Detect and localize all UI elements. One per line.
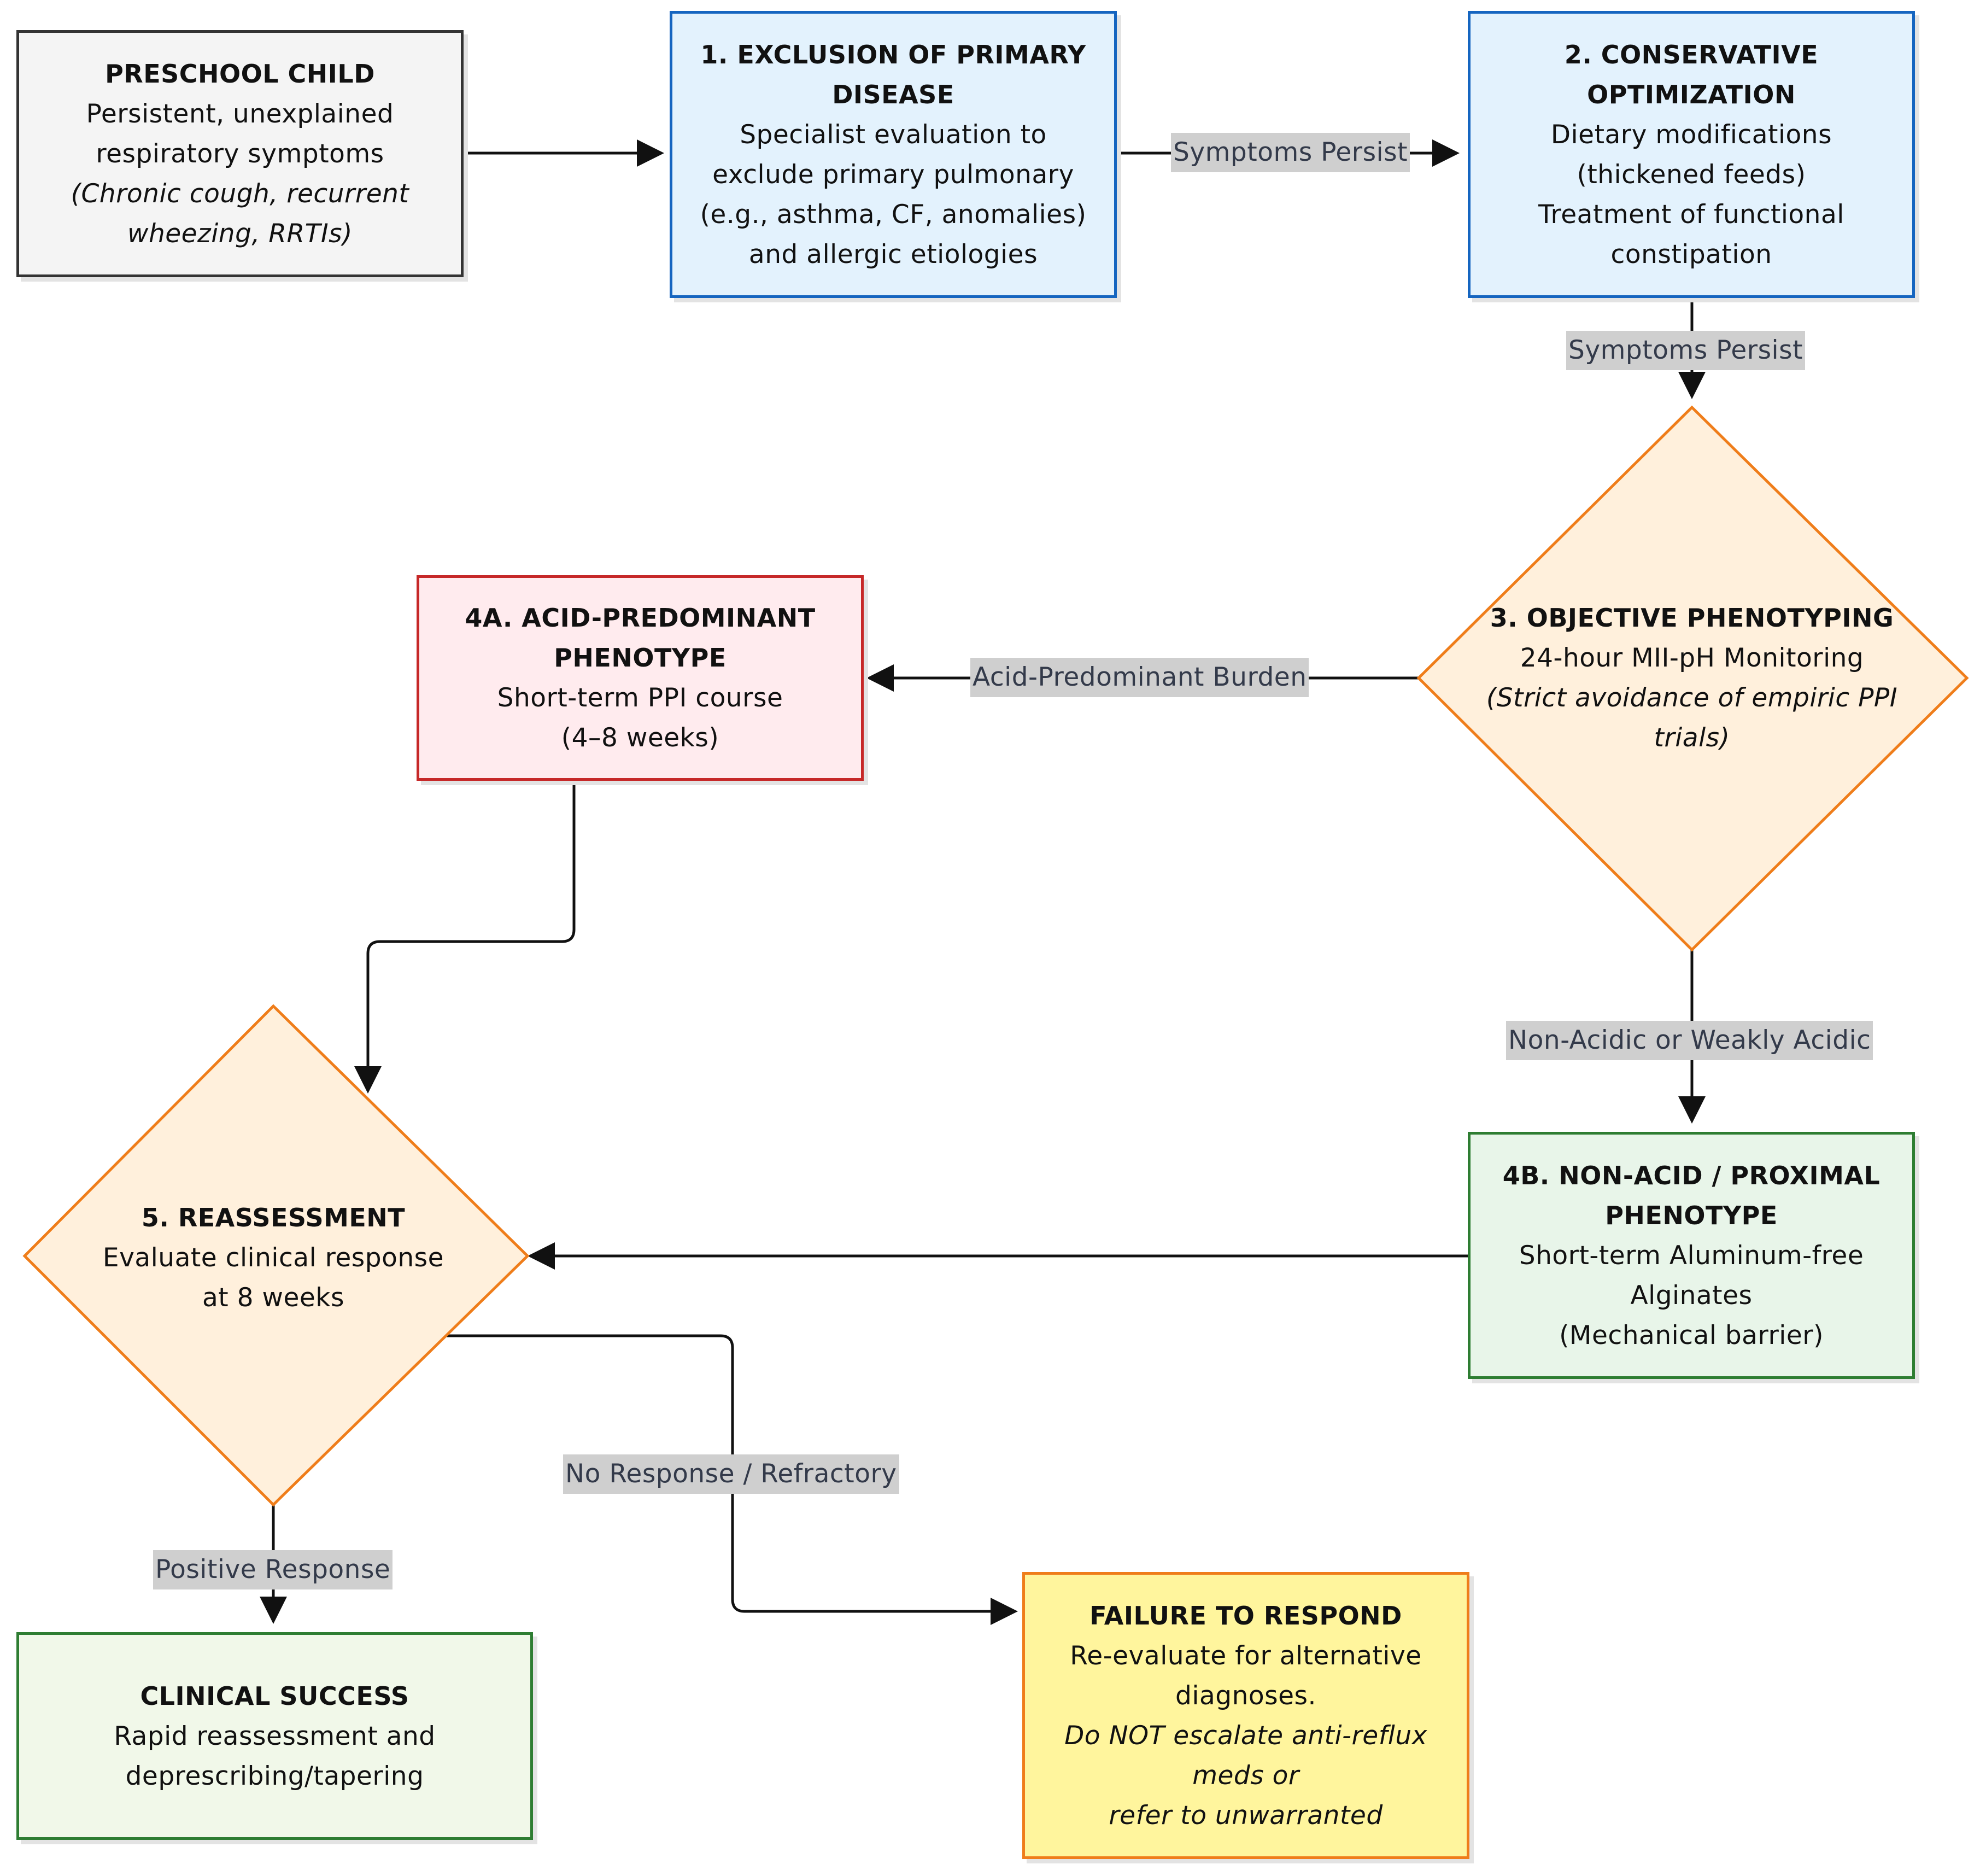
node-exclusion-of-primary-disease: 1. EXCLUSION OF PRIMARY DISEASE Speciali… [670, 11, 1117, 298]
node-title: PRESCHOOL CHILD [105, 59, 375, 89]
edge-label-step1-step2: Symptoms Persist [1171, 133, 1410, 172]
node-line: (e.g., asthma, CF, anomalies) [700, 199, 1087, 230]
node-line: 24-hour MII-pH Monitoring [1520, 643, 1864, 673]
node-line: Specialist evaluation to [740, 119, 1047, 150]
node-title: 4B. NON-ACID / PROXIMAL [1502, 1160, 1881, 1190]
node-line: and allergic etiologies [748, 239, 1038, 270]
edge-label-step5-failure: No Response / Refractory [563, 1454, 899, 1494]
node-failure-to-respond: FAILURE TO RESPOND Re-evaluate for alter… [1022, 1572, 1469, 1859]
node-title: CLINICAL SUCCESS [140, 1681, 409, 1711]
node-preschool-child: PRESCHOOL CHILD Persistent, unexplained … [16, 30, 464, 277]
node-line: (thickened feeds) [1577, 159, 1806, 190]
node-line: (Mechanical barrier) [1559, 1320, 1824, 1351]
edge-step4a-to-step5 [354, 781, 576, 1094]
node-line: (4–8 weeks) [561, 723, 719, 753]
node-conservative-optimization: 2. CONSERVATIVE OPTIMIZATION Dietary mod… [1468, 11, 1915, 298]
node-line: Alginates [1630, 1280, 1753, 1311]
node-title: DISEASE [832, 79, 954, 109]
node-line: Treatment of functional [1538, 199, 1844, 230]
node-italic-line: meds or [1192, 1760, 1299, 1791]
node-title: PHENOTYPE [554, 643, 727, 673]
node-title: 2. CONSERVATIVE [1564, 39, 1819, 69]
edge-label-step2-step3: Symptoms Persist [1566, 331, 1806, 370]
node-line: respiratory symptoms [96, 138, 384, 169]
node-line: diagnoses. [1175, 1680, 1316, 1711]
node-non-acid-proximal-phenotype: 4B. NON-ACID / PROXIMAL PHENOTYPE Short-… [1468, 1132, 1915, 1379]
node-title: 5. REASSESSMENT [141, 1202, 406, 1232]
node-italic-line: refer to unwarranted [1109, 1800, 1383, 1831]
node-objective-phenotyping: 3. OBJECTIVE PHENOTYPING 24-hour MII-pH … [1454, 580, 1930, 776]
edge-label-step3-step4a: Acid-Predominant Burden [970, 658, 1309, 697]
node-line: Persistent, unexplained [86, 98, 394, 129]
node-italic-line: trials) [1654, 723, 1730, 753]
node-italic-line: wheezing, RRTIs) [127, 218, 353, 249]
node-italic-line: (Strict avoidance of empiric PPI [1486, 683, 1898, 713]
node-line: deprescribing/tapering [125, 1761, 424, 1791]
node-title: PHENOTYPE [1605, 1200, 1778, 1230]
node-reassessment: 5. REASSESSMENT Evaluate clinical respon… [66, 1195, 481, 1320]
node-title: 1. EXCLUSION OF PRIMARY [700, 39, 1086, 69]
node-line: constipation [1610, 239, 1772, 270]
node-line: Dietary modifications [1550, 119, 1832, 150]
node-title: 3. OBJECTIVE PHENOTYPING [1490, 603, 1894, 633]
node-line: at 8 weeks [202, 1282, 344, 1313]
node-italic-line: (Chronic cough, recurrent [71, 178, 409, 209]
node-line: Short-term Aluminum-free [1519, 1240, 1864, 1271]
node-title: 4A. ACID-PREDOMINANT [465, 603, 816, 633]
node-title: OPTIMIZATION [1587, 79, 1796, 109]
edge-label-step5-success: Positive Response [153, 1550, 393, 1589]
node-clinical-success: CLINICAL SUCCESS Rapid reassessment and … [16, 1632, 533, 1840]
edge-label-step3-step4b: Non-Acidic or Weakly Acidic [1506, 1021, 1873, 1060]
node-title: FAILURE TO RESPOND [1089, 1600, 1402, 1630]
node-line: Evaluate clinical response [102, 1242, 444, 1273]
node-line: Short-term PPI course [497, 683, 783, 713]
node-italic-line: Do NOT escalate anti-reflux [1064, 1720, 1427, 1751]
node-acid-predominant-phenotype: 4A. ACID-PREDOMINANT PHENOTYPE Short-ter… [417, 575, 864, 781]
node-line: Rapid reassessment and [114, 1721, 436, 1751]
node-line: Re-evaluate for alternative [1070, 1640, 1422, 1671]
step5-diamond-shape [22, 1004, 530, 1507]
step3-diamond-shape [1416, 405, 1969, 952]
node-line: exclude primary pulmonary [712, 159, 1074, 190]
